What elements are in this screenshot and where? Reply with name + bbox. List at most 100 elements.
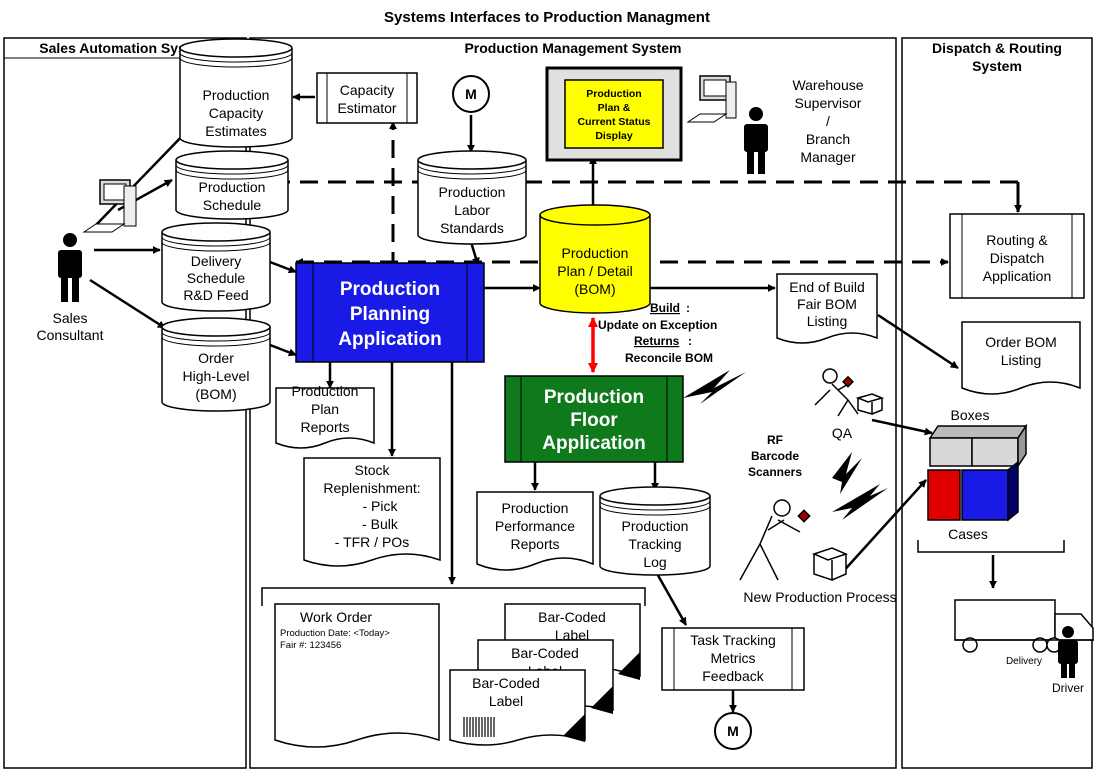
svg-text:Fair #: 123456: Fair #: 123456 [280,640,341,651]
performance-reports-doc: Production Performance Reports [476,491,594,571]
svg-text:Delivery: Delivery [191,253,242,269]
svg-text:Bar-Coded: Bar-Coded [511,645,579,661]
task-tracking-box: Task Tracking Metrics Feedback [661,627,805,691]
delivery-label: Delivery [1006,656,1042,667]
svg-text:- Pick: - Pick [363,498,399,514]
svg-text:Metrics: Metrics [710,650,755,666]
svg-text:Work Order: Work Order [300,609,372,625]
lightning-icon-3 [832,484,888,520]
supervisor-person-icon [744,107,768,174]
rf-scanners-label: RF Barcode Scanners [748,433,802,479]
svg-text:Scanners: Scanners [748,465,802,479]
svg-text:Production: Production [562,245,629,261]
svg-text:Bar-Coded: Bar-Coded [538,609,606,625]
svg-text:Production: Production [622,518,689,534]
svg-text:Update on Exception: Update on Exception [598,318,717,332]
svg-text:Plan: Plan [311,401,339,417]
svg-text::: : [686,301,690,315]
qa-label: QA [832,425,853,441]
dispatch-panel-title-2: System [972,58,1022,74]
svg-text:R&D Feed: R&D Feed [183,287,248,303]
svg-text:Display: Display [595,130,633,142]
svg-text:Dispatch: Dispatch [990,250,1044,266]
svg-text:Supervisor: Supervisor [795,95,862,111]
sales-consultant-label: Sales [52,310,87,326]
svg-text:Production: Production [586,88,641,100]
svg-text:Order: Order [198,350,234,366]
stock-replenishment-doc: Stock Replenishment: - Pick - Bulk - TFR… [303,457,441,567]
sales-consultant-label-2: Consultant [37,327,104,343]
svg-text:- Bulk: - Bulk [362,516,399,532]
svg-text:Production: Production [203,87,270,103]
svg-text:Schedule: Schedule [187,270,246,286]
qa-worker-icon [814,368,885,417]
svg-text:Task Tracking: Task Tracking [690,632,776,648]
labor-standards-db: Production Labor Standards [417,150,527,245]
build-returns-annotation: Build : Update on Exception Returns : Re… [598,301,717,365]
driver-icon [1058,626,1078,678]
svg-text:Production: Production [439,184,506,200]
svg-text:Schedule: Schedule [203,197,262,213]
warehouse-supervisor-label: Warehouse Supervisor / Branch Manager [792,77,863,165]
svg-text:Barcode: Barcode [751,449,799,463]
order-highlevel-db: Order High-Level (BOM) [161,317,271,412]
svg-text:Fair BOM: Fair BOM [797,296,857,312]
status-display-monitor: Production Plan & Current Status Display [545,66,683,162]
capacity-estimator: Capacity Estimator [316,72,418,124]
svg-text:Feedback: Feedback [702,668,764,684]
m-connector-top: M [452,75,490,113]
svg-text:Current Status: Current Status [578,116,651,128]
svg-text:Warehouse: Warehouse [792,77,863,93]
svg-text:Order BOM: Order BOM [985,334,1057,350]
svg-text:Routing &: Routing & [986,232,1048,248]
person-icon [58,233,82,302]
production-panel-title: Production Management System [464,40,681,56]
svg-text:Production: Production [292,383,359,399]
solid-flows [89,93,997,713]
new-production-label: New Production Process [743,589,896,605]
svg-text:End of Build: End of Build [789,279,865,295]
dispatch-panel-title-1: Dispatch & Routing [932,40,1062,56]
cases-bracket [917,540,1065,553]
delivery-truck-icon [954,599,1094,653]
svg-text:Bar-Coded: Bar-Coded [472,675,540,691]
barcode-icon [463,717,495,737]
svg-text:Manager: Manager [800,149,856,165]
svg-text:Branch: Branch [806,131,850,147]
svg-text:/: / [826,113,830,129]
end-of-build-doc: End of Build Fair BOM Listing [776,273,878,344]
svg-text:Estimator: Estimator [337,100,396,116]
svg-text:Reports: Reports [300,419,349,435]
tracking-log-db: Production Tracking Log [599,486,711,576]
svg-text:Returns: Returns [634,334,680,348]
svg-text:Tracking: Tracking [628,536,681,552]
svg-text:Standards: Standards [440,220,504,236]
svg-text:- TFR / POs: - TFR / POs [335,534,409,550]
boxes-label: Boxes [951,407,990,423]
svg-text:(BOM): (BOM) [574,281,615,297]
svg-text:Capacity: Capacity [340,82,394,98]
floor-application: Production Floor Application [504,375,684,463]
svg-text:Listing: Listing [1001,352,1041,368]
svg-text:Planning: Planning [350,304,430,325]
sales-panel-title: Sales Automation System [39,40,210,56]
svg-text:Production: Production [544,387,644,408]
plan-detail-db: Production Plan / Detail (BOM) [539,204,651,314]
svg-text:Listing: Listing [807,313,847,329]
svg-text:Plan / Detail: Plan / Detail [557,263,632,279]
svg-text:High-Level: High-Level [183,368,250,384]
svg-text:Label: Label [489,693,523,709]
diagram-title: Systems Interfaces to Production Managme… [384,9,710,26]
svg-text:Label: Label [555,627,589,643]
svg-text:Capacity: Capacity [209,105,263,121]
production-schedule-db: Production Schedule [175,150,289,220]
driver-label: Driver [1052,681,1084,695]
production-worker-icon [739,499,849,582]
svg-text:Application: Application [338,329,441,350]
svg-text:Production Date: <Today>: Production Date: <Today> [280,628,390,639]
delivery-schedule-db: Delivery Schedule R&D Feed [161,222,271,312]
svg-text:Application: Application [983,268,1052,284]
svg-text::: : [688,334,692,348]
